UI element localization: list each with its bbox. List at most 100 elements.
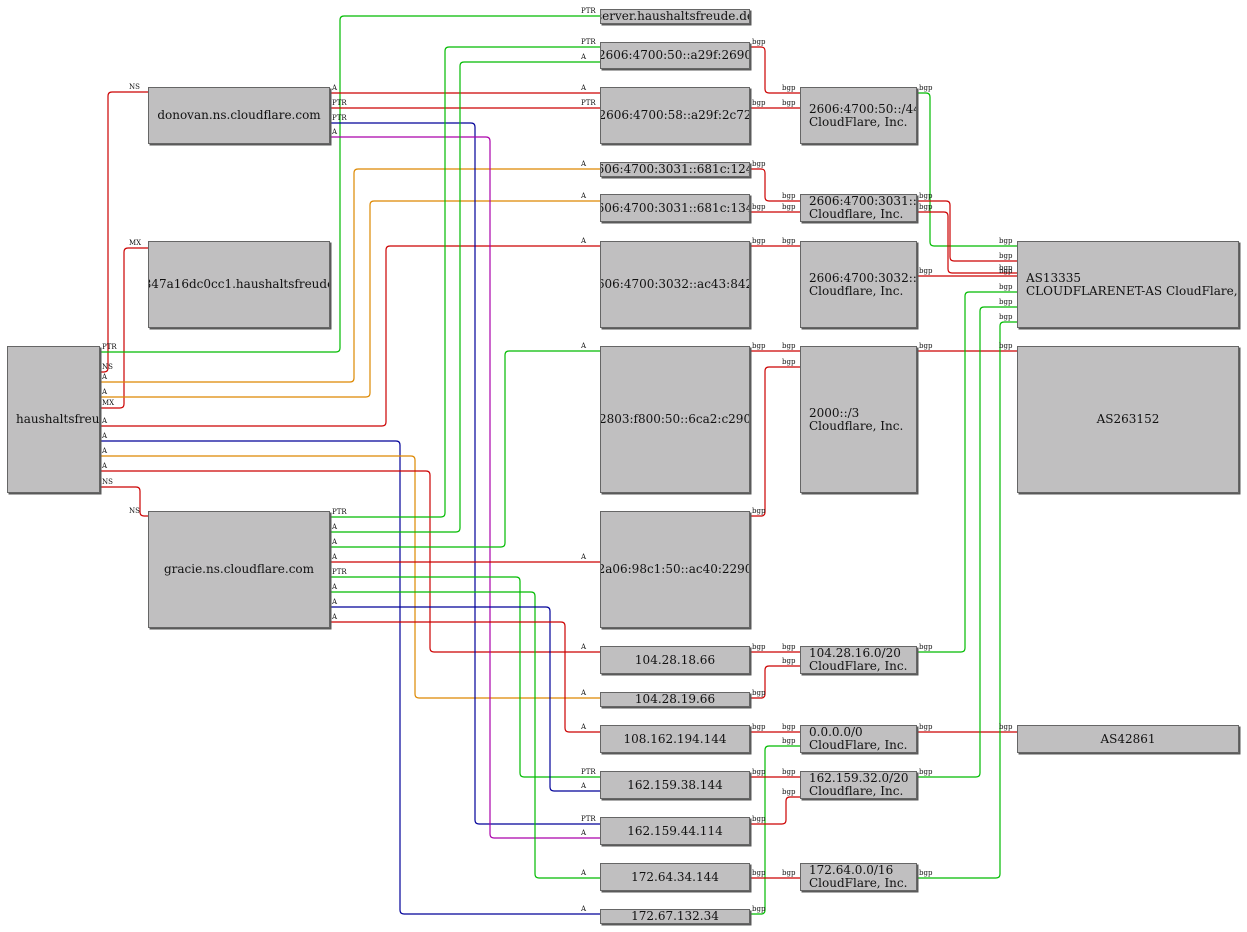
node-text: AS42861 — [1100, 731, 1156, 746]
node-label: 172.67.132.34 — [631, 909, 719, 923]
edge-label-source: NS — [102, 478, 113, 486]
edge-bgp-net6_3031_48-to-as13335 — [917, 200, 1017, 262]
edge-bgp-net6_50_44-to-as13335 — [917, 92, 1017, 247]
node-dc-host[interactable]: dc-847a16dc0cc1.haushaltsfreude.de — [148, 241, 330, 328]
node-label: AS42861 — [1100, 731, 1156, 746]
node-ip6-58-a29f-2c72[interactable]: 2606:4700:58::a29f:2c72 — [600, 87, 750, 144]
edge-label-target: bgp — [999, 298, 1013, 306]
node-text: 104.28.18.66 — [635, 653, 715, 667]
edge-label-source: A — [102, 462, 108, 470]
edge-label-source: bgp — [752, 643, 766, 651]
node-haushaltsfreude[interactable]: haushaltsfreude.de — [7, 346, 100, 493]
edge-label-source: bgp — [919, 203, 933, 211]
node-label: 108.162.194.144 — [623, 731, 727, 746]
edge-label-source: A — [332, 523, 338, 531]
edge-label-source: PTR — [332, 99, 347, 107]
node-label: server.haushaltsfreude.de — [600, 9, 750, 23]
node-gracie[interactable]: gracie.ns.cloudflare.com — [148, 511, 330, 628]
edge-label-source: bgp — [752, 723, 766, 731]
edge-bgp-ip4_172_67_132_34-to-net4_0_0 — [750, 745, 800, 915]
edge-label-target: A — [581, 643, 587, 651]
node-text: 2606:4700:3031::/48Cloudflare, Inc. — [809, 195, 916, 221]
node-label: 162.159.38.144 — [627, 777, 723, 792]
node-label: gracie.ns.cloudflare.com — [163, 562, 315, 576]
node-text: haushaltsfreude.de — [16, 412, 100, 426]
node-donovan[interactable]: donovan.ns.cloudflare.com — [148, 87, 330, 144]
edge-label-source: A — [332, 613, 338, 621]
edge-label-target: PTR — [581, 38, 596, 46]
edge-label-target: MX — [129, 239, 142, 247]
node-ip6-2a06[interactable]: 2a06:98c1:50::ac40:2290 — [600, 511, 750, 628]
edge-label-source: A — [102, 417, 108, 425]
node-ip4-104-28-18-66[interactable]: 104.28.18.66 — [600, 646, 750, 674]
node-ip6-3032-ac43-8422[interactable]: 2606:4700:3032::ac43:8422 — [600, 241, 750, 328]
edge-ptr-donovan-to-ip4_162_159_44_114 — [330, 122, 600, 825]
edge-label-target: NS — [129, 83, 140, 91]
node-as263152[interactable]: AS263152 — [1017, 346, 1239, 493]
edge-label-source: A — [332, 583, 338, 591]
node-ip4-162-159-38-144[interactable]: 162.159.38.144 — [600, 771, 750, 799]
edge-label-target: bgp — [782, 84, 796, 92]
node-text: 2606:4700:3032::/48Cloudflare, Inc. — [809, 271, 916, 298]
node-text: 2606:4700:50::a29f:2690 — [601, 49, 749, 62]
node-server-haushaltsfreude[interactable]: server.haushaltsfreude.de — [600, 9, 750, 24]
edge-label-source: A — [332, 553, 338, 561]
node-text: gracie.ns.cloudflare.com — [164, 563, 314, 576]
node-label: 2606:4700:50::/44 — [809, 101, 917, 116]
edge-label-source: bgp — [752, 869, 766, 877]
node-label: 104.28.16.0/20 — [809, 646, 901, 660]
edge-bgp-ip4_162_159_44_114-to-net4_162_159_32_20 — [750, 796, 800, 825]
edge-label-target: A — [581, 84, 587, 92]
node-ip6-2803[interactable]: 2803:f800:50::6ca2:c290 — [600, 346, 750, 493]
edge-label-target: bgp — [782, 203, 796, 211]
edge-ptr-gracie-to-ip4_162_159_38_144 — [330, 576, 600, 778]
node-net6-3032-48[interactable]: 2606:4700:3032::/48Cloudflare, Inc. — [800, 241, 917, 328]
edge-label-source: A — [332, 538, 338, 546]
node-ip4-108-162-194-144[interactable]: 108.162.194.144 — [600, 725, 750, 753]
node-text: 2606:4700:3031::681c:1242 — [601, 162, 749, 176]
edge-a-haushaltsfreude-to-ip6_3032_ac43_8422 — [100, 245, 600, 427]
node-as42861[interactable]: AS42861 — [1017, 725, 1239, 753]
node-ip4-172-64-34-144[interactable]: 172.64.34.144 — [600, 863, 750, 891]
node-text: dc-847a16dc0cc1.haushaltsfreude.de — [149, 278, 329, 291]
node-label: 2606:4700:3031::681c:1242 — [601, 162, 749, 176]
node-label: 0.0.0.0/0 — [809, 725, 863, 739]
node-label: haushaltsfreude.de — [16, 412, 100, 426]
edge-a-donovan-to-ip4_162_159_44_114 — [330, 136, 600, 839]
node-ip4-172-67-132-34[interactable]: 172.67.132.34 — [600, 909, 750, 924]
edge-label-source: bgp — [919, 267, 933, 275]
edge-label-source: A — [102, 373, 108, 381]
edge-label-target: A — [581, 869, 587, 877]
edge-label-source: bgp — [752, 689, 766, 697]
node-net6-3031-48[interactable]: 2606:4700:3031::/48Cloudflare, Inc. — [800, 194, 917, 222]
edge-label-target: A — [581, 723, 587, 731]
node-text: 162.159.38.144 — [627, 777, 723, 792]
edge-label-target: bgp — [782, 723, 796, 731]
node-label: 172.64.34.144 — [631, 869, 719, 884]
edge-label-target: bgp — [782, 358, 796, 366]
node-ip6-50-a29f-2690[interactable]: 2606:4700:50::a29f:2690 — [600, 42, 750, 69]
edge-bgp-ip6_2a06-to-net6_2000_3 — [750, 366, 800, 517]
edge-a-haushaltsfreude-to-ip6_3031_681c_1342 — [100, 200, 600, 398]
edge-label-source: bgp — [919, 723, 933, 731]
edge-bgp-net4_104_28_16_20-to-as13335 — [917, 291, 1017, 653]
edge-a-gracie-to-ip4_108_162_194_144 — [330, 621, 600, 733]
node-ip4-162-159-44-114[interactable]: 162.159.44.114 — [600, 817, 750, 845]
node-ip6-3031-681c-1342[interactable]: 2606:4700:3031::681c:1342 — [600, 194, 750, 222]
edge-label-target: bgp — [782, 788, 796, 796]
node-ip4-104-28-19-66[interactable]: 104.28.19.66 — [600, 692, 750, 707]
edge-label-source: A — [332, 128, 338, 136]
node-ip6-3031-681c-1242[interactable]: 2606:4700:3031::681c:1242 — [600, 162, 750, 177]
edge-label-target: A — [581, 689, 587, 697]
